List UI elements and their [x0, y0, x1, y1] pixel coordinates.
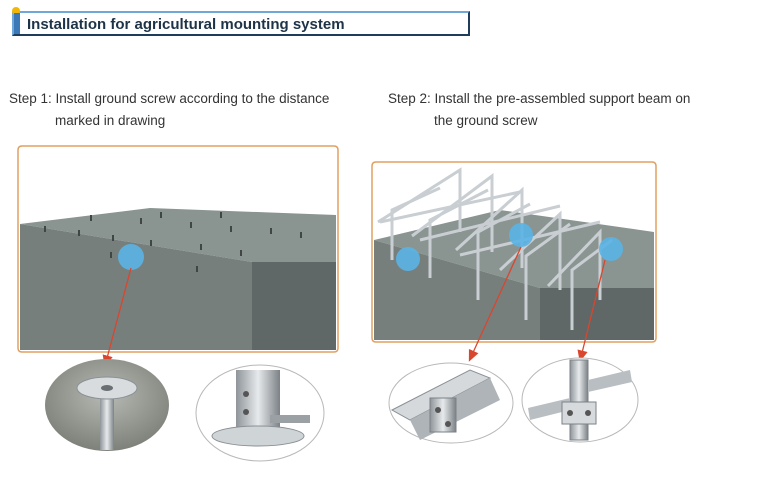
ground-slab-side	[252, 262, 336, 350]
highlight-circle-1	[118, 244, 144, 270]
step-1-line-2: marked in drawing	[55, 113, 166, 128]
ground-slab-top	[20, 208, 336, 262]
step-1-line-1: Step 1: Install ground screw according t…	[9, 91, 330, 106]
step-1-illustration	[17, 145, 339, 462]
step-2-text: Step 2: Install the pre-assembled suppor…	[388, 88, 690, 132]
step-1-text: Step 1: Install ground screw according t…	[9, 88, 329, 132]
frame-joint-detail	[521, 357, 639, 443]
arrow-2	[468, 246, 522, 362]
ground-slab-top-2	[374, 210, 654, 288]
highlight-circle-2	[396, 247, 420, 271]
arrow-1	[102, 267, 132, 368]
ground-slab-side-2	[540, 288, 654, 340]
highlight-circle-3	[509, 223, 533, 247]
ground-screw-detail	[45, 359, 169, 451]
arrow-3	[577, 259, 606, 363]
ground-screw-markers	[44, 212, 302, 272]
step-2-illustration	[371, 161, 657, 444]
screw-bracket-detail	[195, 364, 325, 462]
step-2-line-1: Step 2: Install the pre-assembled suppor…	[388, 91, 691, 106]
title-box: Installation for agricultural mounting s…	[12, 7, 470, 36]
ground-slab-front	[20, 224, 252, 350]
page-title: Installation for agricultural mounting s…	[27, 16, 345, 33]
beam-connection-detail	[388, 362, 514, 444]
title-accent-dot	[12, 7, 20, 15]
highlight-circle-4	[599, 237, 623, 261]
step-2-line-2: the ground screw	[434, 113, 538, 128]
title-accent-bar	[14, 13, 20, 34]
support-frames	[377, 167, 613, 330]
